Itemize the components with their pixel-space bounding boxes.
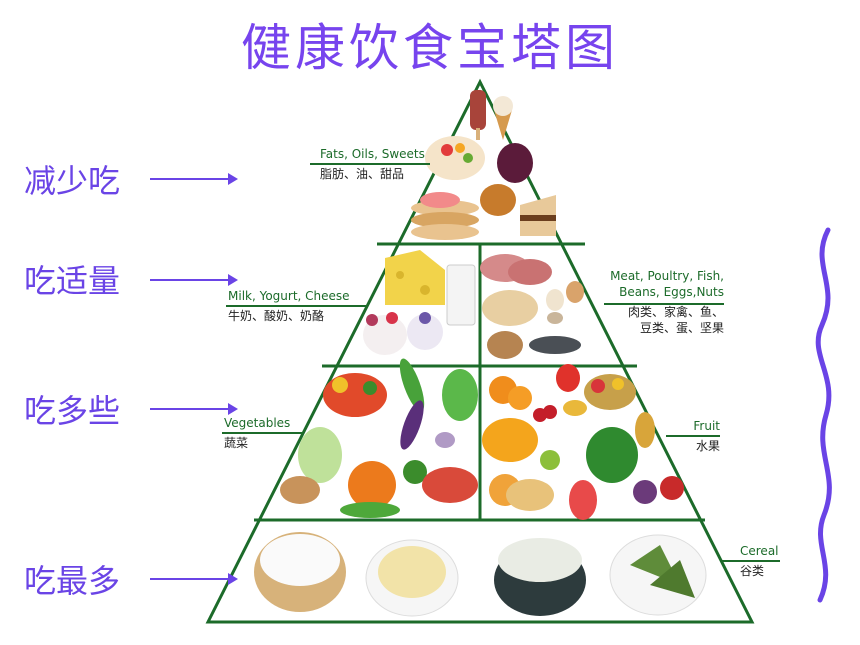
arrow-eat-more — [150, 403, 238, 415]
meat-group-label: Meat, Poultry, Fish, Beans, Eggs,Nuts 肉类… — [604, 268, 724, 336]
meat-label-line — [604, 303, 724, 305]
arrow-eat-less — [150, 173, 238, 185]
vegetables-group-label: Vegetables 蔬菜 — [222, 415, 302, 451]
cereal-group-label: Cereal 谷类 — [720, 543, 780, 579]
level-eat-moderate: 吃适量 — [24, 262, 121, 300]
meat-en-label-2: Beans, Eggs,Nuts — [619, 285, 724, 299]
fruit-group-label: Fruit 水果 — [666, 418, 720, 454]
cereal-illustration — [254, 532, 707, 617]
vegetables-cn-label: 蔬菜 — [224, 436, 249, 450]
meat-cn-label-2: 豆类、蛋、坚果 — [639, 321, 724, 335]
wavy-brace-icon — [815, 227, 832, 603]
fruit-illustration — [482, 364, 684, 520]
vegetables-en-label: Vegetables — [224, 416, 291, 430]
meat-en-label-1: Meat, Poultry, Fish, — [610, 269, 724, 283]
sweets-illustration — [411, 90, 556, 240]
vegetables-illustration — [280, 358, 478, 518]
dairy-illustration — [363, 250, 476, 355]
dairy-en-label: Milk, Yogurt, Cheese — [228, 289, 350, 303]
arrow-eat-most — [150, 573, 238, 585]
meat-cn-label-1: 肉类、家禽、鱼、 — [627, 305, 724, 319]
fruit-en-label: Fruit — [693, 419, 720, 433]
dairy-group-label: Milk, Yogurt, Cheese 牛奶、酸奶、奶酪 — [226, 288, 366, 324]
meat-illustration — [480, 254, 584, 359]
cereal-en-label: Cereal — [740, 544, 779, 558]
level-eat-most: 吃最多 — [24, 562, 121, 600]
fats-en-label: Fats, Oils, Sweets — [320, 147, 425, 161]
fats-cn-label: 脂肪、油、甜品 — [320, 167, 405, 181]
arrow-eat-moderate — [150, 274, 238, 286]
dairy-label-line — [226, 305, 366, 307]
fats-group-label: Fats, Oils, Sweets 脂肪、油、甜品 — [310, 146, 430, 182]
fruit-label-line — [666, 435, 720, 437]
fruit-cn-label: 水果 — [695, 439, 720, 453]
fats-label-line — [310, 163, 430, 165]
cereal-cn-label: 谷类 — [740, 564, 765, 578]
page-title: 健康饮食宝塔图 — [241, 19, 619, 77]
vegetables-label-line — [222, 432, 302, 434]
level-eat-less: 减少吃 — [24, 162, 121, 200]
dairy-cn-label: 牛奶、酸奶、奶酪 — [228, 309, 325, 323]
cereal-label-line — [720, 560, 780, 562]
level-eat-more: 吃多些 — [24, 392, 121, 430]
